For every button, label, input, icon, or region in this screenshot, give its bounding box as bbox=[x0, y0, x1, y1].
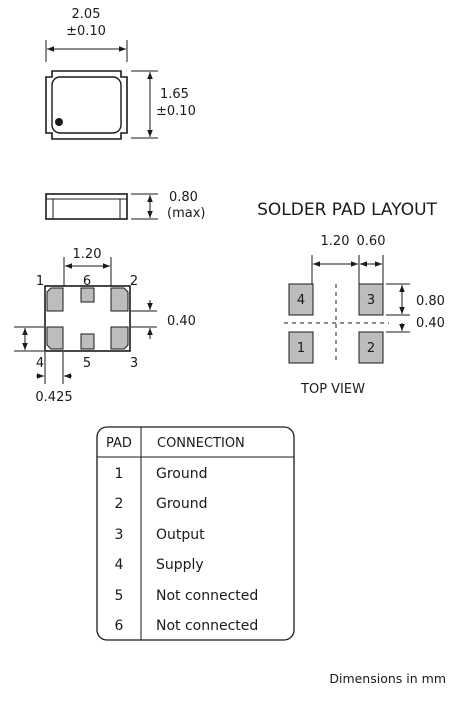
width-tolerance: ±0.10 bbox=[66, 24, 106, 39]
bottom-pad-2 bbox=[110, 326, 129, 350]
bottom-pad-1 bbox=[46, 326, 64, 350]
bottom-label-pad-5: 5 bbox=[83, 356, 91, 371]
bottom-edge-value: 0.425 bbox=[35, 390, 72, 405]
solder-pad-layout: SOLDER PAD LAYOUT 1.20 0.60 4 3 1 2 0.80… bbox=[257, 200, 445, 397]
table-cell-connection: Ground bbox=[156, 496, 208, 512]
top-view-caption: TOP VIEW bbox=[300, 382, 365, 397]
solder-gap-value: 0.40 bbox=[416, 316, 445, 331]
pin1-marker-dot bbox=[55, 118, 63, 126]
bottom-pad-4 bbox=[46, 287, 64, 312]
solder-pad-1 bbox=[288, 331, 314, 364]
table-header-pad: PAD bbox=[106, 436, 132, 451]
table-cell-pad: 2 bbox=[115, 496, 124, 512]
package-side-view: 0.80 (max) bbox=[45, 190, 205, 221]
package-bottom-view: 1.20 1 2 6 4 5 3 0.40 0.425 bbox=[14, 247, 196, 405]
solder-pad-2 bbox=[358, 331, 384, 364]
solder-pitch-value: 1.20 bbox=[321, 234, 350, 249]
table-cell-pad: 1 bbox=[115, 466, 124, 482]
table-row: 2 Ground bbox=[115, 496, 208, 512]
pad-connection-table: PAD CONNECTION 1 Ground 2 Ground 3 Outpu… bbox=[96, 426, 295, 641]
table-cell-pad: 6 bbox=[115, 618, 124, 634]
table-cell-pad: 5 bbox=[115, 588, 124, 604]
bottom-label-pad-3: 3 bbox=[130, 356, 138, 371]
solder-label-pad-2: 2 bbox=[367, 341, 375, 356]
bottom-pad-3 bbox=[110, 287, 129, 312]
thickness-value: 0.80 bbox=[169, 190, 198, 205]
table-row: 6 Not connected bbox=[115, 618, 259, 634]
solder-label-pad-3: 3 bbox=[367, 293, 375, 308]
solder-layout-title: SOLDER PAD LAYOUT bbox=[257, 200, 437, 220]
bottom-pad-6 bbox=[80, 287, 95, 303]
table-header-connection: CONNECTION bbox=[157, 436, 245, 451]
solder-label-pad-1: 1 bbox=[297, 341, 305, 356]
bottom-gap-value: 0.40 bbox=[167, 314, 196, 329]
table-row: 5 Not connected bbox=[115, 588, 259, 604]
bottom-label-pad-1: 1 bbox=[36, 274, 44, 289]
table-cell-pad: 3 bbox=[115, 527, 124, 543]
bottom-pitch-value: 1.20 bbox=[73, 247, 102, 262]
bottom-label-pad-2: 2 bbox=[130, 274, 138, 289]
table-border bbox=[96, 426, 295, 641]
height-value: 1.65 bbox=[160, 87, 189, 102]
table-row: 3 Output bbox=[115, 527, 206, 543]
package-top-view: 2.05 ±0.10 1.65 ±0.10 bbox=[45, 7, 196, 140]
table-row: 4 Supply bbox=[115, 557, 204, 573]
package-lid bbox=[51, 76, 122, 134]
solder-label-pad-4: 4 bbox=[297, 293, 305, 308]
table-cell-pad: 4 bbox=[115, 557, 124, 573]
solder-pad-width-value: 0.60 bbox=[357, 234, 386, 249]
table-cell-connection: Not connected bbox=[156, 618, 258, 634]
solder-pad-3 bbox=[358, 283, 384, 316]
solder-pad-4 bbox=[288, 283, 314, 316]
units-note: Dimensions in mm bbox=[329, 671, 446, 686]
table-cell-connection: Not connected bbox=[156, 588, 258, 604]
table-cell-connection: Supply bbox=[156, 557, 204, 573]
height-tolerance: ±0.10 bbox=[156, 104, 196, 119]
table-cell-connection: Output bbox=[156, 527, 205, 543]
bottom-label-pad-4: 4 bbox=[36, 356, 44, 371]
table-row: 1 Ground bbox=[115, 466, 208, 482]
table-cell-connection: Ground bbox=[156, 466, 208, 482]
side-body bbox=[45, 193, 128, 220]
bottom-label-pad-6: 6 bbox=[83, 274, 91, 289]
thickness-note: (max) bbox=[167, 206, 205, 221]
bottom-pad-5 bbox=[80, 333, 95, 350]
solder-pad-height-value: 0.80 bbox=[416, 294, 445, 309]
width-value: 2.05 bbox=[72, 7, 101, 22]
